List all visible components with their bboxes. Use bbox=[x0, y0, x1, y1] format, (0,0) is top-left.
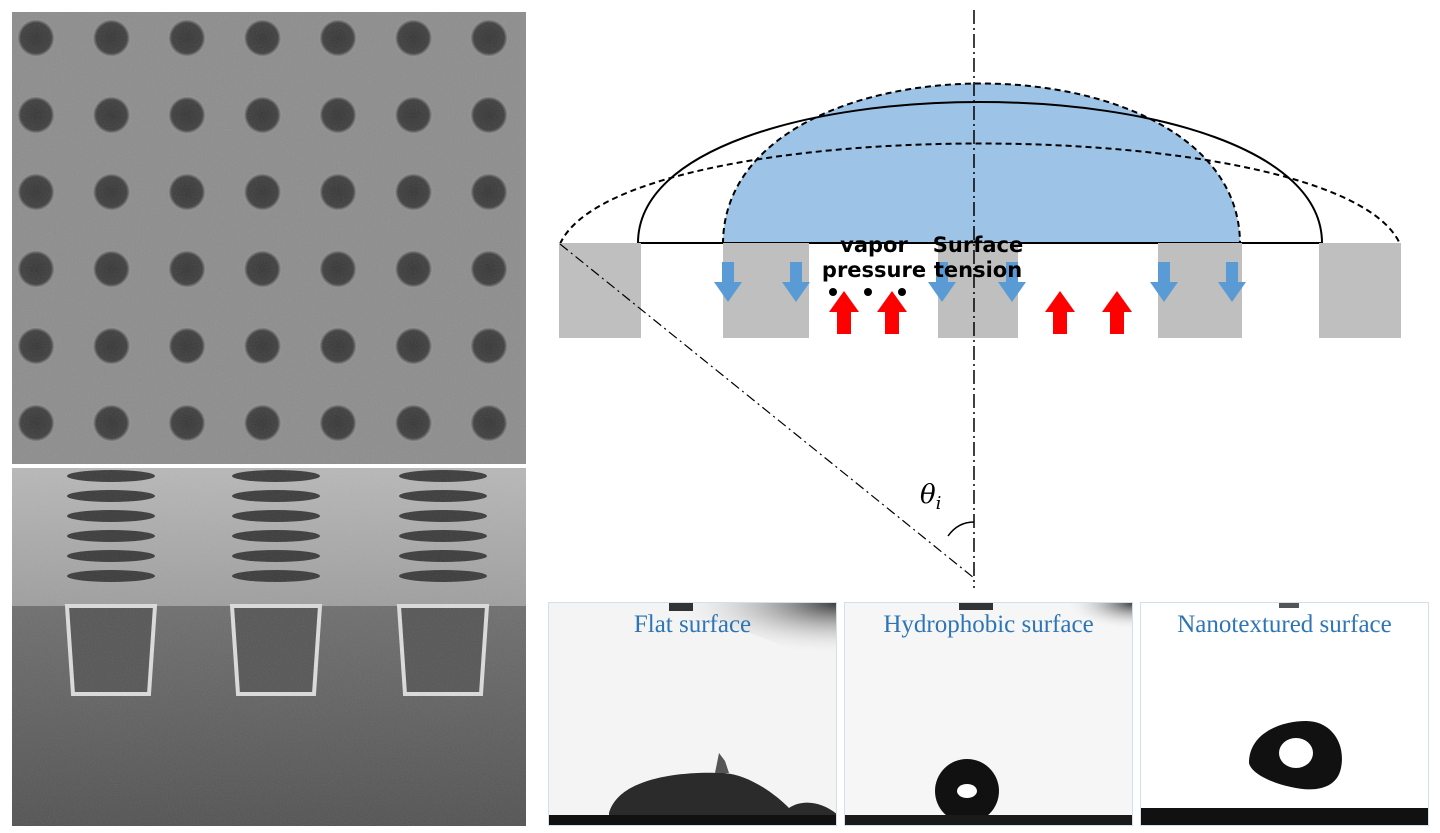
down-arrow bbox=[1218, 262, 1246, 302]
surface-tension-arrows bbox=[714, 262, 1246, 302]
spreading-profile-dashed bbox=[559, 142, 1401, 245]
photo-nanotextured-surface: Nanotextured surface bbox=[1140, 602, 1429, 826]
up-arrow bbox=[1045, 291, 1075, 334]
droplet-shape bbox=[723, 83, 1240, 244]
droplet-schematic: vapor pressure Surface tension θi bbox=[540, 0, 1440, 600]
down-arrow bbox=[782, 262, 810, 302]
photo-label: Flat surface bbox=[633, 611, 752, 638]
vapor-pressure-label: vapor pressure bbox=[821, 233, 927, 283]
up-arrow bbox=[829, 291, 859, 334]
sem-cross-section-image bbox=[12, 468, 526, 826]
photo-label: Nanotextured surface bbox=[1177, 611, 1392, 638]
angle-arc bbox=[947, 521, 975, 537]
photo-label: Hydrophobic surface bbox=[883, 611, 1094, 638]
vapor-pressure-arrows bbox=[829, 291, 1132, 334]
pillar bbox=[1319, 243, 1401, 338]
down-arrow bbox=[998, 262, 1026, 302]
flat-droplet bbox=[609, 772, 836, 825]
down-arrow bbox=[714, 262, 742, 302]
vapor-molecules bbox=[829, 288, 906, 296]
up-arrow bbox=[877, 291, 907, 334]
spreading-profile-solid bbox=[637, 101, 1323, 244]
up-arrow bbox=[1102, 291, 1132, 334]
down-arrow bbox=[1150, 262, 1178, 302]
surface-tension-label: Surface tension bbox=[932, 233, 1024, 283]
sem-top-view-image bbox=[12, 12, 526, 464]
down-arrow bbox=[928, 262, 956, 302]
angle-line bbox=[559, 243, 975, 579]
photo-flat-surface: Flat surface bbox=[548, 602, 837, 826]
contact-angle-label: θi bbox=[920, 480, 942, 515]
photo-hydrophobic-surface: Hydrophobic surface bbox=[844, 602, 1133, 826]
pillar bbox=[559, 243, 641, 338]
